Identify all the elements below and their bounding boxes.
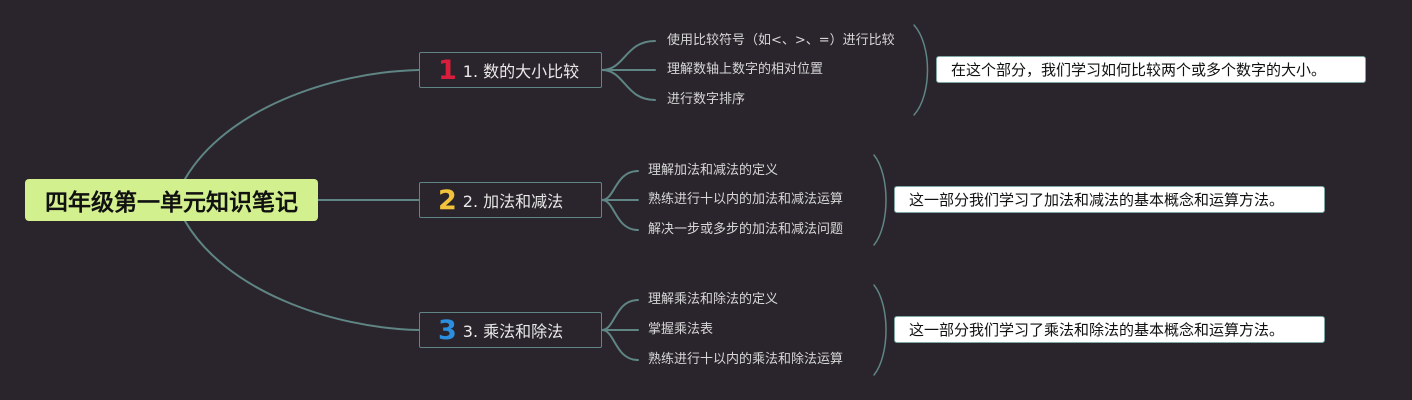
summary-box-2[interactable]: 这一部分我们学习了加法和减法的基本概念和运算方法。 bbox=[894, 186, 1325, 213]
summary-bracket-1 bbox=[913, 24, 929, 116]
topic-node-1[interactable]: 1 1. 数的大小比较 bbox=[419, 52, 602, 88]
topic-node-3[interactable]: 3 3. 乘法和除法 bbox=[419, 312, 602, 348]
connector-topic-1-item-3 bbox=[601, 69, 656, 101]
topic-1-item-1[interactable]: 使用比较符号（如<、>、=）进行比较 bbox=[667, 33, 895, 48]
summary-bracket-2 bbox=[873, 154, 887, 246]
connector-topic-1-item-1 bbox=[601, 40, 656, 71]
topic-2-item-3[interactable]: 解决一步或多步的加法和减法问题 bbox=[648, 222, 844, 237]
connector-root-topic-3 bbox=[184, 220, 420, 331]
topic-label-2: 2. 加法和减法 bbox=[462, 192, 564, 211]
topic-1-item-3[interactable]: 进行数字排序 bbox=[667, 92, 746, 107]
topic-3-item-3[interactable]: 熟练进行十以内的乘法和除法运算 bbox=[648, 352, 844, 367]
summary-bracket-3 bbox=[873, 284, 887, 376]
summary-box-3[interactable]: 这一部分我们学习了乘法和除法的基本概念和运算方法。 bbox=[894, 316, 1325, 343]
summary-text-2: 这一部分我们学习了加法和减法的基本概念和运算方法。 bbox=[909, 191, 1285, 209]
topic-label-3: 3. 乘法和除法 bbox=[462, 322, 564, 341]
connector-topic-2-item-3 bbox=[601, 199, 639, 231]
topic-3-item-2[interactable]: 掌握乘法表 bbox=[648, 322, 714, 337]
connector-topic-2-item-1 bbox=[601, 170, 639, 201]
number-badge-3: 3 bbox=[438, 314, 457, 346]
connector-root-topic-1 bbox=[184, 69, 420, 180]
topic-2-item-1[interactable]: 理解加法和减法的定义 bbox=[648, 163, 779, 178]
connector-topic-3-item-3 bbox=[601, 329, 639, 361]
summary-text-3: 这一部分我们学习了乘法和除法的基本概念和运算方法。 bbox=[909, 321, 1285, 339]
summary-text-1: 在这个部分，我们学习如何比较两个或多个数字的大小。 bbox=[951, 61, 1327, 79]
topic-label-1: 1. 数的大小比较 bbox=[462, 62, 580, 81]
root-title: 四年级第一单元知识笔记 bbox=[45, 190, 298, 216]
topic-3-item-1[interactable]: 理解乘法和除法的定义 bbox=[648, 292, 779, 307]
topic-1-item-2[interactable]: 理解数轴上数字的相对位置 bbox=[667, 62, 824, 77]
topic-node-2[interactable]: 2 2. 加法和减法 bbox=[419, 182, 602, 218]
connector-topic-3-item-1 bbox=[601, 299, 639, 331]
topic-2-item-2[interactable]: 熟练进行十以内的加法和减法运算 bbox=[648, 192, 844, 207]
number-badge-2: 2 bbox=[438, 184, 457, 216]
number-badge-1: 1 bbox=[438, 54, 457, 86]
summary-box-1[interactable]: 在这个部分，我们学习如何比较两个或多个数字的大小。 bbox=[936, 56, 1366, 83]
root-node[interactable]: 四年级第一单元知识笔记 bbox=[25, 179, 318, 221]
